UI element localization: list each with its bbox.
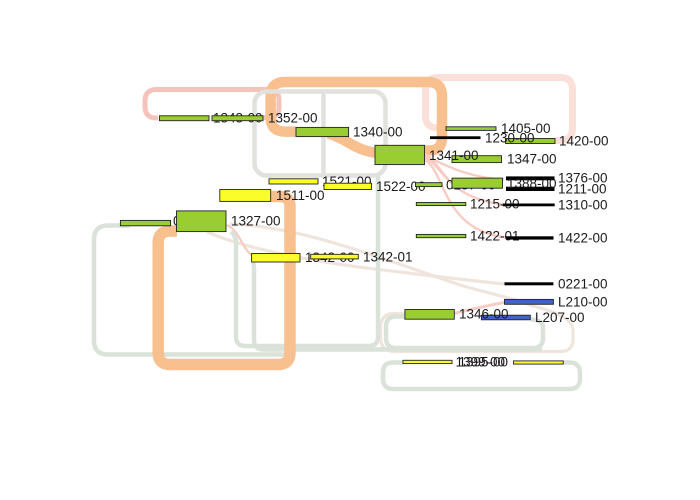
svg-text:1395-00: 1395-00 <box>459 355 509 370</box>
svg-text:1422-00: 1422-00 <box>558 231 608 246</box>
svg-text:1341-00: 1341-00 <box>429 148 479 163</box>
svg-text:L207-00: L207-00 <box>535 310 585 325</box>
svg-text:1215-00: 1215-00 <box>470 197 520 212</box>
svg-text:1340-00: 1340-00 <box>353 125 403 140</box>
svg-text:1346-00: 1346-00 <box>459 307 509 322</box>
svg-text:1211-00: 1211-00 <box>558 182 607 197</box>
svg-text:1230-00: 1230-00 <box>485 131 535 146</box>
svg-text:1511-00: 1511-00 <box>276 188 325 203</box>
svg-text:L210-00: L210-00 <box>558 295 608 310</box>
svg-text:1522-00: 1522-00 <box>376 179 426 194</box>
svg-text:1376-00: 1376-00 <box>558 171 608 186</box>
svg-text:1342-01: 1342-01 <box>363 250 413 265</box>
svg-text:1422-01: 1422-01 <box>470 229 520 244</box>
svg-text:0221-00: 0221-00 <box>558 277 608 292</box>
svg-text:1347-00: 1347-00 <box>507 152 557 167</box>
svg-text:1327-00: 1327-00 <box>231 214 281 229</box>
svg-text:1399-00: 1399-00 <box>456 355 506 370</box>
svg-text:1388-00: 1388-00 <box>507 176 557 191</box>
svg-text:1352-00: 1352-00 <box>268 111 318 126</box>
svg-text:1405-00: 1405-00 <box>501 121 551 136</box>
svg-text:1310-00: 1310-00 <box>558 198 608 213</box>
svg-text:1420-00: 1420-00 <box>559 134 609 149</box>
